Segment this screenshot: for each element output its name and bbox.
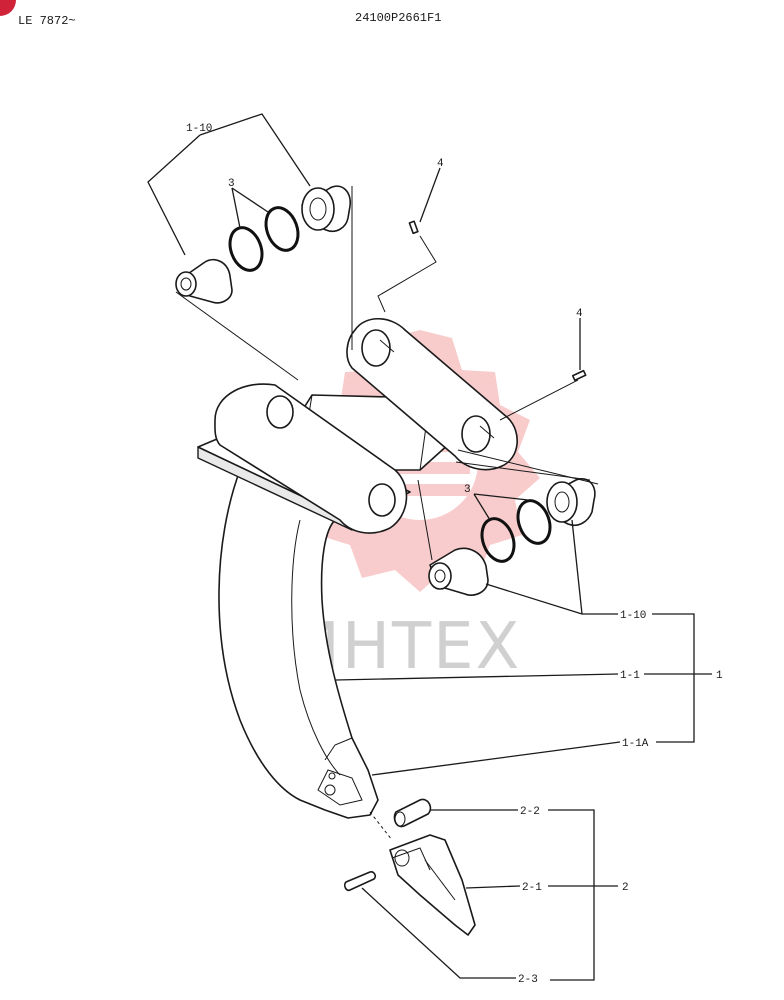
callout-2-2: 2-2: [520, 806, 540, 818]
callout-1-10-right: 1-10: [620, 610, 646, 622]
corner-badge: [0, 0, 16, 16]
callout-3-top: 3: [228, 178, 235, 190]
tip-pin-2-2: [393, 798, 432, 828]
o-ring-right-1: [480, 517, 516, 563]
ripper-bracket: [197, 318, 518, 534]
ripper-point: [389, 834, 476, 936]
o-ring-top-2: [264, 206, 300, 252]
callout-2: 2: [622, 882, 629, 894]
callout-4-right: 4: [576, 308, 583, 320]
spring-pin-right: [571, 369, 587, 382]
drawing-number: 24100P2661F1: [355, 11, 441, 25]
bushing-right-lower: [428, 547, 489, 596]
bushing-right-upper: [546, 478, 596, 527]
callout-3-right: 3: [464, 484, 471, 496]
callout-1-1: 1-1: [620, 670, 640, 682]
model-range-label: LE 7872~: [18, 14, 76, 28]
callout-1: 1: [716, 670, 723, 682]
tip-pin-2-3: [343, 871, 377, 892]
spring-pin-top: [408, 220, 419, 235]
callout-1-10-top: 1-10: [186, 123, 212, 135]
bushing-top-left: [175, 258, 233, 304]
o-ring-top-1: [228, 226, 264, 272]
bushing-top-right: [301, 185, 352, 233]
callout-4-top: 4: [437, 158, 444, 170]
ripper-shank: [218, 469, 379, 819]
callout-2-3: 2-3: [518, 974, 538, 986]
callout-1-1a: 1-1A: [622, 738, 649, 750]
leader-lines: [147, 113, 712, 981]
o-ring-right-2: [516, 499, 552, 545]
callout-2-1: 2-1: [522, 882, 542, 894]
